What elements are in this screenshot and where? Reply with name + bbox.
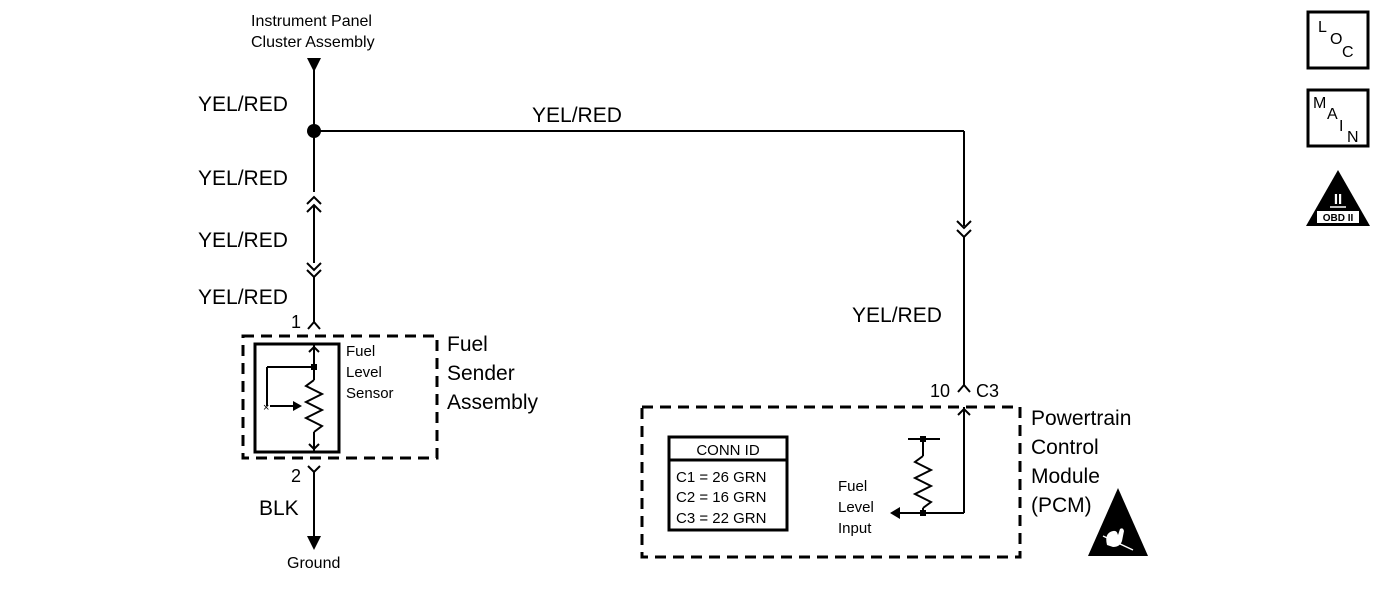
ground-wire [307,465,321,550]
wire-label: YEL/RED [198,286,288,309]
wire-label: YEL/RED [198,229,288,252]
inline-connector-icon [306,262,322,272]
pcm-module[interactable]: 10 C3 Fuel Level Input Powertrain Contro… [640,381,1131,559]
input-label-line3: Input [838,520,872,537]
component-label-line3: Module [1031,465,1100,488]
obd-numeral: II [1334,191,1342,208]
wire-label: YEL/RED [532,104,622,127]
main-button[interactable]: M A I N [1306,88,1370,148]
conn-id-table: CONN ID C1 = 26 GRN C2 = 16 GRN C3 = 22 … [667,435,789,532]
pin-number: 2 [291,466,301,486]
component-label-line3: Assembly [447,391,539,414]
sensor-label-line3: Sensor [346,385,394,402]
pin-number: 1 [291,312,301,332]
connector-id: C3 [976,381,999,401]
component-label-line2: Control [1031,436,1099,459]
sensor-label-line2: Level [346,364,382,381]
component-label-line1: Powertrain [1031,407,1131,430]
component-label-line1: Fuel [447,333,488,356]
instrument-panel-label-line2: Cluster Assembly [251,34,375,51]
obd-label: OBD II [1323,213,1354,224]
wire-label: YEL/RED [198,167,288,190]
fuel-sender-outline [241,334,439,460]
svg-text:N: N [1347,129,1359,146]
component-label-line2: Sender [447,362,515,385]
conn-id-title: CONN ID [696,442,760,459]
svg-text:A: A [1327,106,1338,123]
conn-id-row: C3 = 22 GRN [676,510,766,527]
conn-id-row: C2 = 16 GRN [676,489,766,506]
pcm-outline [640,405,1022,559]
loc-button[interactable]: L O C [1306,10,1370,70]
fuel-sender-assembly[interactable]: 1 × Fuel Level Sensor Fuel Sender Assemb… [241,312,539,486]
svg-text:C: C [1342,44,1354,61]
svg-text:L: L [1318,19,1327,36]
esd-warning-icon [1088,488,1148,556]
branch-wire [314,130,972,393]
instrument-panel-label-line1: Instrument Panel [251,13,372,30]
input-label-line1: Fuel [838,478,867,495]
svg-text:×: × [263,402,269,414]
svg-text:I: I [1339,118,1343,135]
inline-connector-icon [306,195,322,205]
instrument-panel-connector[interactable]: Instrument Panel Cluster Assembly [251,13,375,72]
ground-arrow-icon [307,536,321,550]
wiper-arrow-icon [293,401,302,411]
pin-number: 10 [930,381,950,401]
conn-id-row: C1 = 26 GRN [676,469,766,486]
inline-connector-icon [956,220,972,230]
svg-text:O: O [1330,31,1342,48]
wire-label: YEL/RED [198,93,288,116]
main-wire [306,70,322,330]
svg-text:M: M [1313,95,1326,112]
ground-label: Ground [287,555,340,572]
wire-label: BLK [259,497,299,520]
wire-label: YEL/RED [852,304,942,327]
input-label-line2: Level [838,499,874,516]
component-label-line4: (PCM) [1031,494,1092,517]
fuel-sensor-box [253,342,341,454]
obd-ii-button[interactable]: OBD II II [1306,170,1370,226]
sensor-label-line1: Fuel [346,343,375,360]
connector-arrow-icon [307,58,321,72]
input-arrow-icon [890,507,900,519]
